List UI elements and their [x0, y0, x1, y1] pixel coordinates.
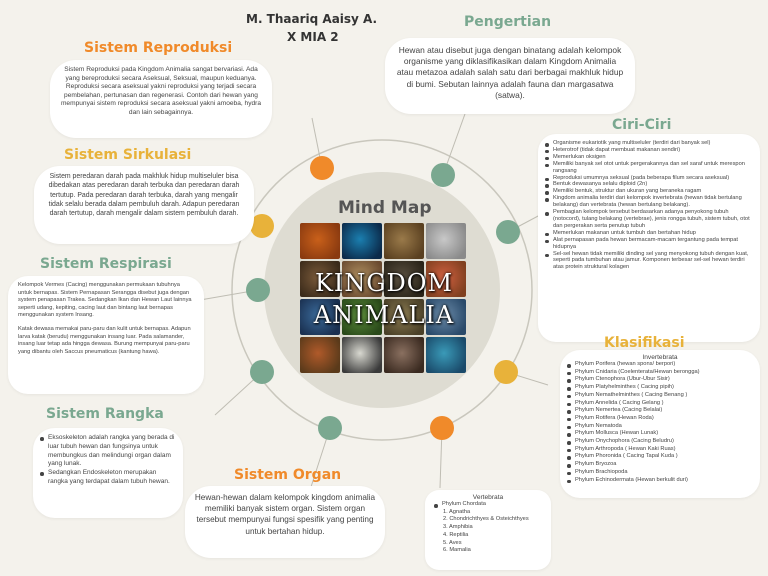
- invertebrata-item: Phylum Platyhelminthes ( Cacing pipih): [566, 384, 754, 392]
- klasifikasi-title: Klasifikasi: [604, 335, 685, 351]
- photo-dolphin: [426, 337, 466, 373]
- ciri-item: Memiliki bentuk, struktur dan ukuran yan…: [544, 188, 752, 195]
- respirasi-para2: Katak dewasa memakai paru-paru dan kulit…: [18, 325, 191, 355]
- pengertian-title: Pengertian: [464, 14, 552, 30]
- rangka-item: Sedangkan Endoskeleton merupakan rangka …: [39, 469, 175, 487]
- photo-sponge: [300, 223, 340, 259]
- ciri-item: Memiliki banyak sel otot untuk pergeraka…: [544, 161, 752, 175]
- vertebrata-phylum: Phylum Chordata: [433, 501, 543, 509]
- invertebrata-item: Phylum Nemathelminthes ( Cacing Benang ): [566, 392, 754, 400]
- sirkulasi-card: Sistem peredaran darah pada makhluk hidu…: [34, 166, 254, 244]
- banner-animalia: ANIMALIA: [313, 301, 455, 329]
- respirasi-card: Kelompok Vermes (Cacing) menggunakan per…: [8, 276, 204, 394]
- respirasi-title: Sistem Respirasi: [40, 256, 172, 272]
- vertebrata-item: 3. Amphibia: [443, 524, 473, 531]
- organ-title: Sistem Organ: [234, 467, 342, 483]
- invertebrata-item: Phylum Bryozoa: [566, 461, 754, 469]
- banner-kingdom: KINGDOM: [314, 269, 454, 297]
- photo-bird: [426, 299, 466, 335]
- organ-card: Hewan-hewan dalam kelompok kingdom anima…: [185, 486, 385, 558]
- vertebrata-title: Vertebrata: [472, 494, 504, 501]
- photo-lizard: [384, 299, 424, 335]
- node-ciri: [496, 220, 520, 244]
- invertebrata-list: Phylum Porifera (hewan spons/ berpori)Ph…: [566, 361, 754, 484]
- invertebrata-item: Phylum Rotifera (Hewan Roda): [566, 415, 754, 423]
- reproduksi-title: Sistem Reproduksi: [84, 40, 233, 56]
- vertebrata-item: 5. Aves: [443, 539, 462, 546]
- reproduksi-card: Sistem Reproduksi pada Kingdom Animalia …: [50, 60, 272, 138]
- ciri-item: Sel-sel hewan tidak memiliki dinding sel…: [544, 251, 752, 272]
- photo-earthworm: [300, 261, 340, 297]
- invertebrata-item: Phylum Brachiopoda: [566, 469, 754, 477]
- ciri-item: Pembagian kelompok tersebut berdasarkan …: [544, 209, 752, 230]
- reproduksi-text: Sistem Reproduksi pada Kingdom Animalia …: [60, 66, 262, 116]
- node-respirasi: [246, 278, 270, 302]
- vertebrata-item: 6. Mamalia: [443, 547, 471, 554]
- sirkulasi-text: Sistem peredaran darah pada makhluk hidu…: [48, 173, 240, 218]
- outer-ring: [231, 139, 533, 441]
- invertebrata-item: Phylum Nemertea (Cacing Belalai): [566, 407, 754, 415]
- ciri-item: Alat pernapasan pada hewan bermacam-maca…: [544, 237, 752, 251]
- author-name: M. Thaariq Aaisy A.: [246, 12, 378, 26]
- photo-rooster: [300, 337, 340, 373]
- invertebrata-item: Phylum Phoronida ( Cacing Tapal Kuda ): [566, 453, 754, 461]
- vertebrata-item: 2. Chondrichthyes & Osteichthyes: [443, 516, 529, 523]
- ciri-item: Organisme eukariotik yang multiseluler (…: [544, 140, 752, 147]
- node-organ: [318, 416, 342, 440]
- pengertian-text: Hewan atau disebut juga dengan binatang …: [396, 45, 624, 100]
- vertebrata-phylum-list: Phylum Chordata: [433, 501, 543, 509]
- photo-jellyfish: [342, 223, 382, 259]
- ciri-item: Reproduksi umumnya seksual (pada beberap…: [544, 175, 752, 182]
- organ-text: Hewan-hewan dalam kelompok kingdom anima…: [194, 493, 376, 536]
- vertebrata-item: 4. Reptilia: [443, 531, 469, 538]
- rangka-list: Eksoskeleton adalah rangka yang berada d…: [39, 434, 175, 487]
- photo-flatworm: [384, 223, 424, 259]
- sirkulasi-title: Sistem Sirkulasi: [64, 147, 192, 163]
- invertebrata-item: Phylum Annelida ( Cacing Gelang ): [566, 400, 754, 408]
- ciri-list: Organisme eukariotik yang multiseluler (…: [544, 140, 752, 271]
- node-rangka-bottom: [430, 416, 454, 440]
- node-rangka: [250, 360, 274, 384]
- ciri-item: Memerlukan oksigen: [544, 154, 752, 161]
- invertebrata-item: Phylum Cnidaria (Coelenterata/Hewan bero…: [566, 369, 754, 377]
- node-pengertian: [431, 163, 455, 187]
- center-title: Mind Map: [338, 198, 432, 218]
- photo-nematode: [426, 223, 466, 259]
- respirasi-para1: Kelompok Vermes (Cacing) menggunakan per…: [18, 282, 192, 319]
- rangka-card: Eksoskeleton adalah rangka yang berada d…: [33, 428, 183, 518]
- vertebrata-item: 1. Agnatha: [443, 508, 471, 515]
- photo-frog: [342, 299, 382, 335]
- author-class: X MIA 2: [287, 30, 339, 44]
- photo-snail: [342, 261, 382, 297]
- photo-spider: [384, 261, 424, 297]
- ciri-card: Organisme eukariotik yang multiseluler (…: [538, 134, 760, 342]
- invertebrata-item: Phylum Mollusca (Hewan Lunak): [566, 430, 754, 438]
- ciri-item: Bentuk dewasanya selalu diploid (2n): [544, 181, 752, 188]
- ciri-item: Kingdom animalia terdiri dari kelompok i…: [544, 195, 752, 209]
- invertebrata-item: Phylum Porifera (hewan spons/ berpori): [566, 361, 754, 369]
- photo-zebra: [342, 337, 382, 373]
- photo-fish: [300, 299, 340, 335]
- ciri-title: Ciri-Ciri: [612, 117, 672, 133]
- node-sirkulasi: [250, 214, 274, 238]
- photo-bat: [384, 337, 424, 373]
- invertebrata-card: Invertebrata Phylum Porifera (hewan spon…: [560, 350, 760, 498]
- node-klasifikasi: [494, 360, 518, 384]
- invertebrata-item: Phylum Echinodermata (Hewan berkulit dur…: [566, 477, 754, 485]
- invertebrata-item: Phylum Ctenophora (Ubur-Ubur Sisir): [566, 376, 754, 384]
- invertebrata-title: Invertebrata: [642, 354, 678, 361]
- pengertian-card: Hewan atau disebut juga dengan binatang …: [385, 38, 635, 114]
- node-reproduksi: [310, 156, 334, 180]
- invertebrata-item: Phylum Arthropoda ( Hewan Kaki Ruas): [566, 446, 754, 454]
- center-photo-grid: KINGDOM ANIMALIA: [300, 223, 468, 373]
- ciri-item: Heterotrof (tidak dapat membuat makanan …: [544, 147, 752, 154]
- invertebrata-item: Phylum Onychophora (Cacing Beludru): [566, 438, 754, 446]
- rangka-item: Eksoskeleton adalah rangka yang berada d…: [39, 434, 175, 469]
- rangka-title: Sistem Rangka: [46, 406, 164, 422]
- photo-starfish: [426, 261, 466, 297]
- ciri-item: Memerlukan makanan untuk tumbuh dan bert…: [544, 230, 752, 237]
- invertebrata-item: Phylum Nematoda: [566, 423, 754, 431]
